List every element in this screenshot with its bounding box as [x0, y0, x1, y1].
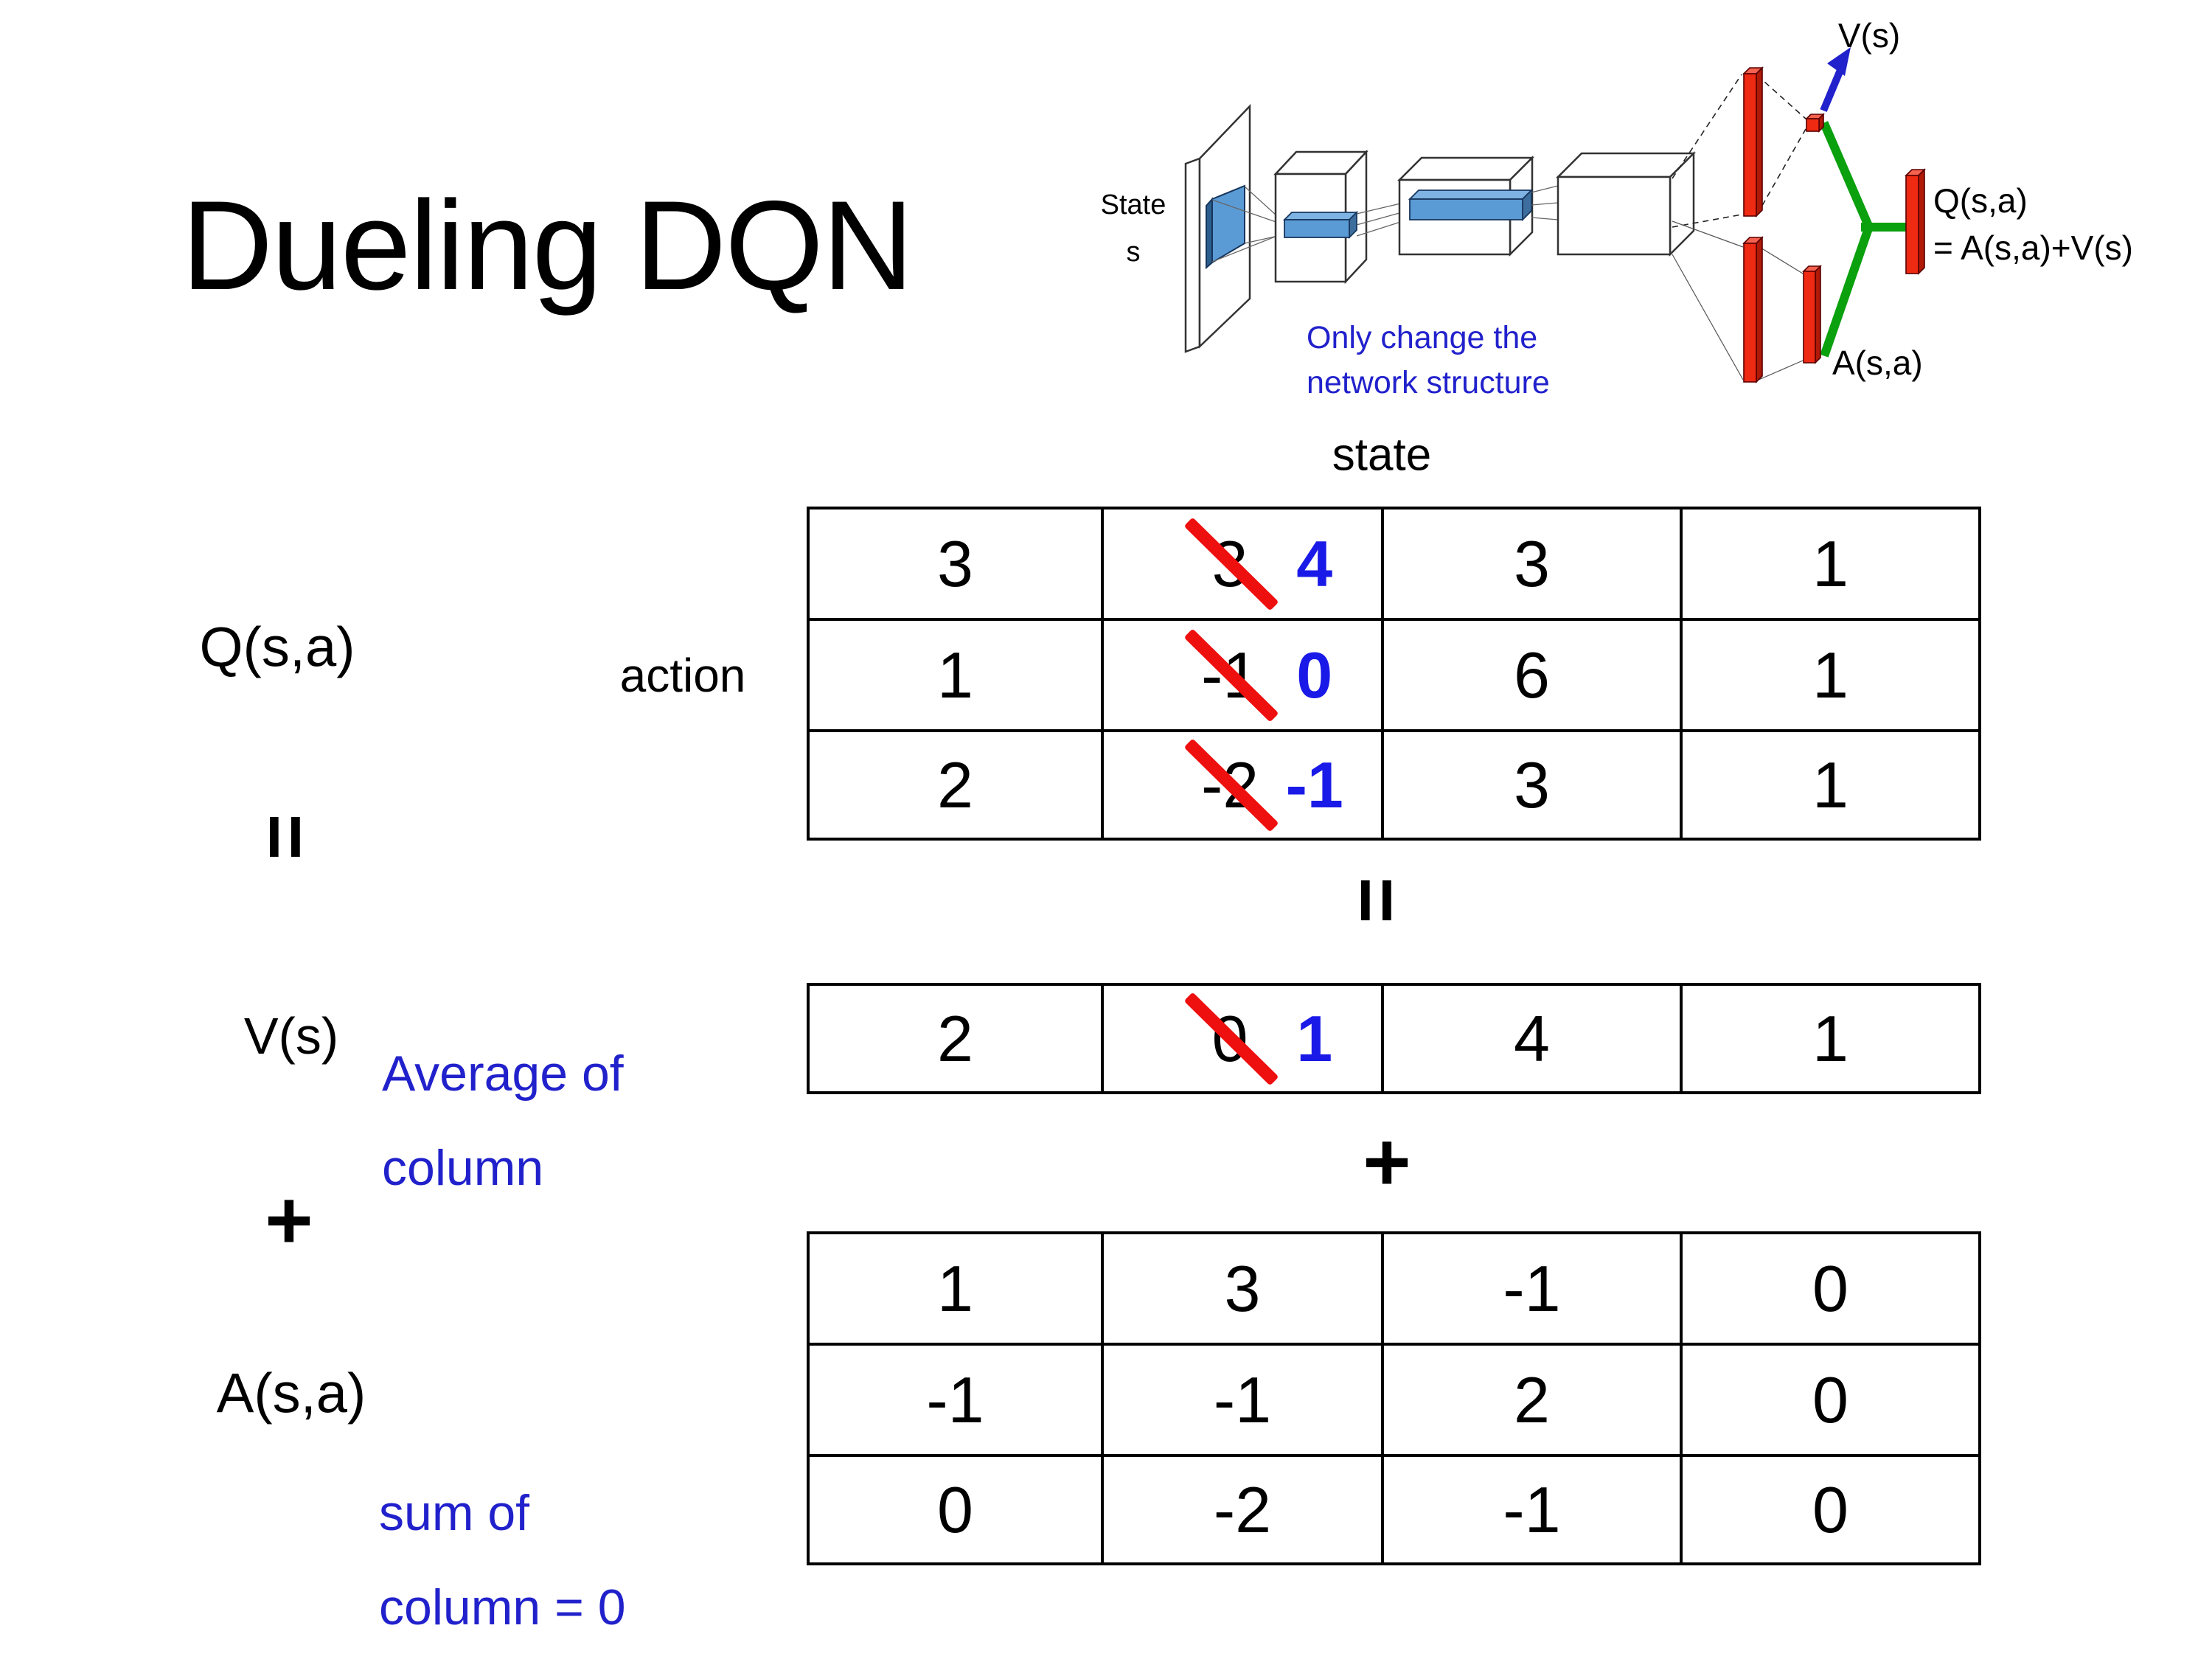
v-value: 2: [937, 1001, 973, 1075]
a-cell: 0: [1683, 1234, 1978, 1346]
average-annotation-line2: column: [382, 1140, 544, 1196]
equals-sign-center: =: [1332, 877, 1422, 924]
q-cell: 1: [1683, 509, 1978, 621]
a-value: 1: [937, 1251, 973, 1325]
a-cell: -1: [1384, 1457, 1683, 1562]
q-value: 1: [1812, 748, 1848, 821]
average-annotation-line1: Average of: [382, 1046, 624, 1102]
a-cell: -1: [1104, 1346, 1384, 1457]
a-cell: 0: [810, 1457, 1104, 1562]
v-cell: 4: [1384, 986, 1683, 1091]
q-new-value: 4: [1296, 526, 1333, 600]
a-value: -1: [926, 1363, 984, 1436]
a-cell: -2: [1104, 1457, 1384, 1562]
q-value: 3: [937, 526, 973, 600]
merge-y-connector: [1820, 121, 1909, 358]
q-output-bar: [1905, 168, 1926, 275]
diagram-state-label-line2: s: [1127, 237, 1141, 268]
fc-bar-value: [1742, 66, 1764, 218]
a-function-label: A(s,a): [216, 1362, 366, 1425]
a-value: 0: [1812, 1472, 1848, 1546]
q-cell-corrected: 3 4: [1104, 509, 1384, 621]
diagram-qsa-label-line2: = A(s,a)+V(s): [1933, 229, 2133, 267]
sum-annotation: sum of column = 0: [379, 1466, 626, 1655]
q-value: 6: [1514, 638, 1550, 712]
feature-bar-2: [1408, 188, 1534, 222]
a-value: 3: [1224, 1251, 1261, 1325]
q-table: 3 3 4 3 1 1 -1 0 6 1 2 -2 -1 3 1: [807, 507, 1981, 841]
a-cell: 2: [1384, 1346, 1683, 1457]
diagram-note-line1: Only change the: [1307, 320, 1537, 355]
a-value: -1: [1503, 1472, 1561, 1546]
a-cell: -1: [810, 1346, 1104, 1457]
v-cell: 1: [1683, 986, 1978, 1091]
q-cell: 1: [810, 621, 1104, 732]
q-cell: 6: [1384, 621, 1683, 732]
a-value: 0: [1812, 1251, 1848, 1325]
q-value: 1: [1812, 638, 1848, 712]
advantage-output-bar: [1802, 265, 1822, 364]
value-scalar-node: [1805, 113, 1825, 133]
q-cell: 3: [1384, 732, 1683, 838]
action-label: action: [619, 649, 746, 702]
q-cell: 2: [810, 732, 1104, 838]
a-cell: 0: [1683, 1346, 1978, 1457]
slide-title: Dueling DQN: [181, 175, 914, 316]
a-value: -1: [1503, 1251, 1561, 1325]
q-new-value: 0: [1296, 638, 1333, 712]
a-cell: 1: [810, 1234, 1104, 1346]
a-cell: 0: [1683, 1457, 1978, 1562]
q-cell: 1: [1683, 621, 1978, 732]
diagram-qsa-label-line1: Q(s,a): [1933, 181, 2028, 220]
q-cell-corrected: -1 0: [1104, 621, 1384, 732]
fan-lines-3: [1531, 185, 1559, 220]
q-value: 1: [1812, 526, 1848, 600]
plus-sign-center: +: [1363, 1116, 1411, 1208]
a-cell: -1: [1384, 1234, 1683, 1346]
diagram-asa-label: A(s,a): [1832, 344, 1923, 382]
q-cell: 1: [1683, 732, 1978, 838]
a-value: -2: [1213, 1472, 1272, 1546]
q-new-value: -1: [1285, 748, 1343, 821]
v-cell: 2: [810, 986, 1104, 1091]
q-cell: 3: [810, 509, 1104, 621]
sum-annotation-line2: column = 0: [379, 1579, 626, 1635]
v-cell-corrected: 0 1: [1104, 986, 1384, 1091]
diagram-state-label-line1: State: [1101, 189, 1166, 220]
a-value: -1: [1213, 1363, 1272, 1436]
a-value: 0: [1812, 1363, 1848, 1436]
fc-bar-advantage: [1742, 236, 1764, 383]
diagram-note-line2: network structure: [1307, 365, 1550, 400]
q-value: 3: [1514, 748, 1550, 821]
v-value: 1: [1812, 1001, 1848, 1075]
a-value: 2: [1514, 1363, 1550, 1436]
equals-sign-left: =: [241, 813, 331, 860]
q-value: 2: [937, 748, 973, 821]
a-cell: 3: [1104, 1234, 1384, 1346]
q-cell-corrected: -2 -1: [1104, 732, 1384, 838]
q-cell: 3: [1384, 509, 1683, 621]
plus-sign-left: +: [265, 1174, 313, 1267]
a-value: 0: [937, 1472, 973, 1546]
state-header-label: state: [1332, 429, 1432, 481]
v-value: 4: [1514, 1001, 1550, 1075]
fc-layer-cube: [1555, 150, 1697, 257]
links-advantage-stream: [1672, 220, 1804, 381]
value-arrow-icon: [1820, 47, 1851, 112]
q-value: 1: [937, 638, 973, 712]
v-function-label: V(s): [243, 1007, 339, 1065]
v-table: 2 0 1 4 1: [807, 983, 1981, 1094]
feature-bar-1: [1282, 210, 1359, 240]
v-new-value: 1: [1296, 1001, 1333, 1075]
network-diagram: State s V(s) A(s,a) Q(s,a) = A(s,a)+V(s)…: [1101, 16, 2133, 400]
sum-annotation-line1: sum of: [379, 1485, 530, 1541]
a-table: 1 3 -1 0 -1 -1 2 0 0 -2 -1 0: [807, 1231, 1981, 1565]
average-annotation: Average of column: [382, 1026, 624, 1215]
q-value: 3: [1514, 526, 1550, 600]
diagram-vs-label: V(s): [1838, 16, 1900, 55]
q-function-label: Q(s,a): [199, 616, 355, 679]
